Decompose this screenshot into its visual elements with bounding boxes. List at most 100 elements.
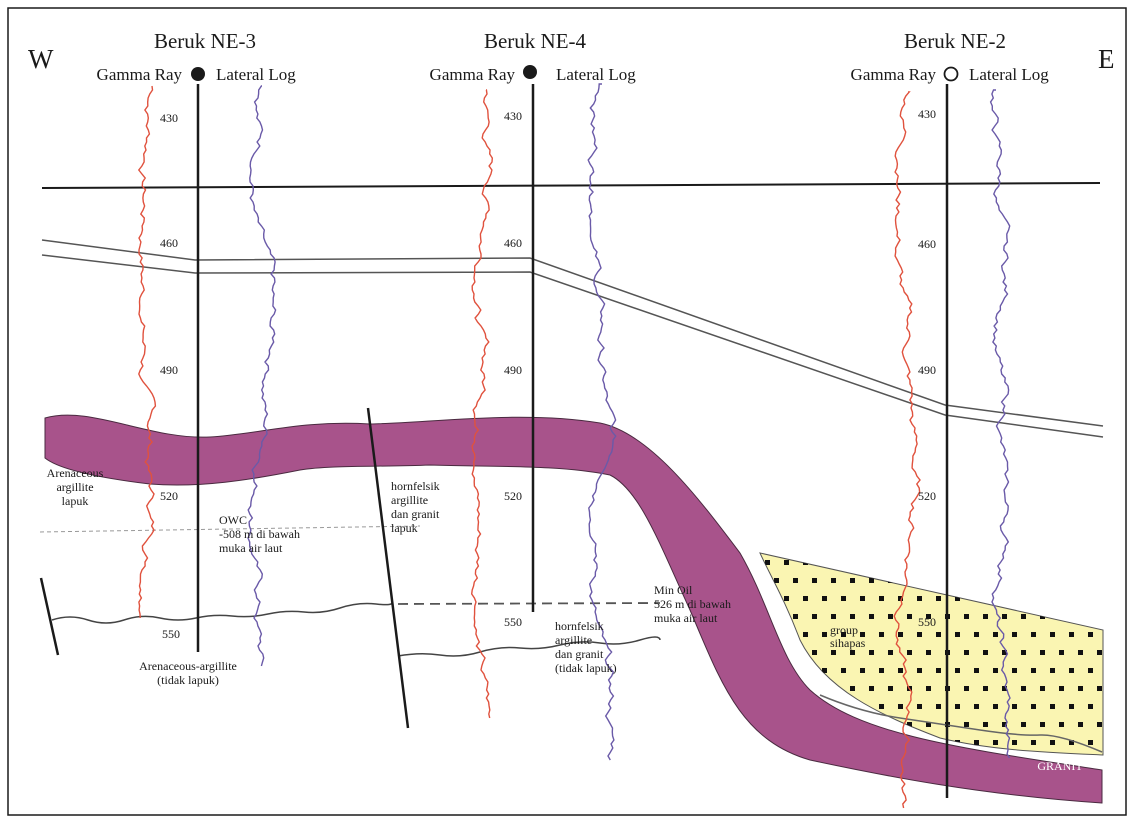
- sihapas-dot: [812, 686, 817, 691]
- well-marker-beruk-ne-3: [191, 67, 205, 81]
- sihapas-dot: [1097, 578, 1102, 583]
- sihapas-dot: [831, 614, 836, 619]
- sihapas-dot: [1021, 614, 1026, 619]
- sihapas-dot: [926, 686, 931, 691]
- sihapas-dot: [983, 614, 988, 619]
- sihapas-dot: [841, 560, 846, 565]
- sihapas-dot: [1050, 740, 1055, 745]
- depth-tick: 430: [160, 111, 178, 125]
- sihapas-dot: [860, 704, 865, 709]
- sihapas-dot: [907, 722, 912, 727]
- sihapas-dot: [955, 632, 960, 637]
- annotation-line: Arenaceous: [47, 466, 104, 480]
- sihapas-dot: [974, 704, 979, 709]
- sihapas-dot: [784, 560, 789, 565]
- sihapas-dot: [1012, 740, 1017, 745]
- sihapas-dot: [1069, 560, 1074, 565]
- sihapas-dot: [1097, 758, 1102, 763]
- well-title-beruk-ne-2: Beruk NE-2: [904, 29, 1006, 53]
- sihapas-dot: [888, 686, 893, 691]
- sihapas-dot: [955, 668, 960, 673]
- depth-tick: 490: [160, 363, 178, 377]
- depth-tick: 430: [504, 109, 522, 123]
- sihapas-dot: [774, 758, 779, 763]
- sihapas-dot: [1088, 560, 1093, 565]
- sihapas-dot: [765, 596, 770, 601]
- sihapas-dot: [1012, 560, 1017, 565]
- depth-scale-beruk-ne-4: 430 460 490 520 550: [504, 109, 522, 629]
- sihapas-dot: [1040, 650, 1045, 655]
- depth-tick: 430: [918, 107, 936, 121]
- sihapas-dot: [1097, 650, 1102, 655]
- annotation-line: Min Oil: [654, 583, 693, 597]
- sihapas-dot: [860, 596, 865, 601]
- depth-tick: 520: [504, 489, 522, 503]
- sihapas-dot: [1021, 686, 1026, 691]
- sihapas-dot: [964, 614, 969, 619]
- sihapas-dot: [1097, 614, 1102, 619]
- annotation-line: group: [830, 623, 858, 637]
- sihapas-dot: [1021, 722, 1026, 727]
- sihapas-dot: [812, 578, 817, 583]
- annotation-line: (tidak lapuk): [555, 661, 617, 675]
- sihapas-dot: [993, 560, 998, 565]
- sihapas-dot: [1012, 668, 1017, 673]
- sihapas-dot: [1012, 632, 1017, 637]
- sihapas-dot: [850, 578, 855, 583]
- log-header-gamma-ne-3: Gamma Ray: [97, 65, 183, 84]
- sihapas-dot: [1088, 596, 1093, 601]
- min-oil-line: [398, 603, 660, 604]
- sihapas-dot: [907, 650, 912, 655]
- sihapas-dot: [812, 650, 817, 655]
- annotation-line: 526 m di bawah: [654, 597, 731, 611]
- sihapas-dot: [907, 614, 912, 619]
- log-header-lateral-ne-2: Lateral Log: [969, 65, 1049, 84]
- annotation-arenaceous-tidak-lapuk: Arenaceous-argillite (tidak lapuk): [139, 659, 237, 687]
- sihapas-dot: [822, 596, 827, 601]
- depth-tick: 460: [918, 237, 936, 251]
- west-label: W: [28, 44, 54, 74]
- sihapas-dot: [936, 632, 941, 637]
- sihapas-dot: [974, 740, 979, 745]
- sihapas-dot: [936, 596, 941, 601]
- sihapas-dot: [1002, 614, 1007, 619]
- gamma-ray-log-ne-3: [139, 86, 156, 618]
- sihapas-dot: [1069, 596, 1074, 601]
- sihapas-dot: [888, 650, 893, 655]
- annotation-line: argillite: [555, 633, 592, 647]
- sihapas-dot: [822, 632, 827, 637]
- sihapas-dot: [831, 686, 836, 691]
- sihapas-dot: [803, 668, 808, 673]
- annotation-line: argillite: [391, 493, 428, 507]
- sihapas-dot: [993, 704, 998, 709]
- sihapas-dot: [869, 614, 874, 619]
- sihapas-dot: [964, 722, 969, 727]
- sihapas-dot: [1097, 686, 1102, 691]
- lateral-log-ne-3: [248, 86, 276, 666]
- sihapas-dot: [936, 704, 941, 709]
- sihapas-dot: [793, 758, 798, 763]
- annotation-line: lapuk: [391, 521, 418, 535]
- sihapas-dot: [1050, 632, 1055, 637]
- sihapas-dot: [1031, 668, 1036, 673]
- depth-tick: 490: [504, 363, 522, 377]
- sihapas-dot: [1059, 686, 1064, 691]
- sihapas-dot: [1031, 704, 1036, 709]
- sihapas-dot: [1021, 578, 1026, 583]
- depth-tick: 460: [160, 236, 178, 250]
- sihapas-dot: [1031, 560, 1036, 565]
- sihapas-dot: [983, 686, 988, 691]
- sihapas-dot: [1040, 578, 1045, 583]
- sihapas-dot: [974, 632, 979, 637]
- sihapas-dot: [1050, 668, 1055, 673]
- annotation-granit: GRANIT: [1037, 759, 1083, 773]
- sihapas-dot: [917, 560, 922, 565]
- sihapas-dot: [888, 614, 893, 619]
- sihapas-dot: [1078, 722, 1083, 727]
- depth-tick: 460: [504, 236, 522, 250]
- sihapas-dot: [1031, 632, 1036, 637]
- sihapas-dot: [993, 632, 998, 637]
- marker-bed: [42, 240, 1103, 437]
- sihapas-dot: [803, 596, 808, 601]
- sihapas-dot: [1078, 614, 1083, 619]
